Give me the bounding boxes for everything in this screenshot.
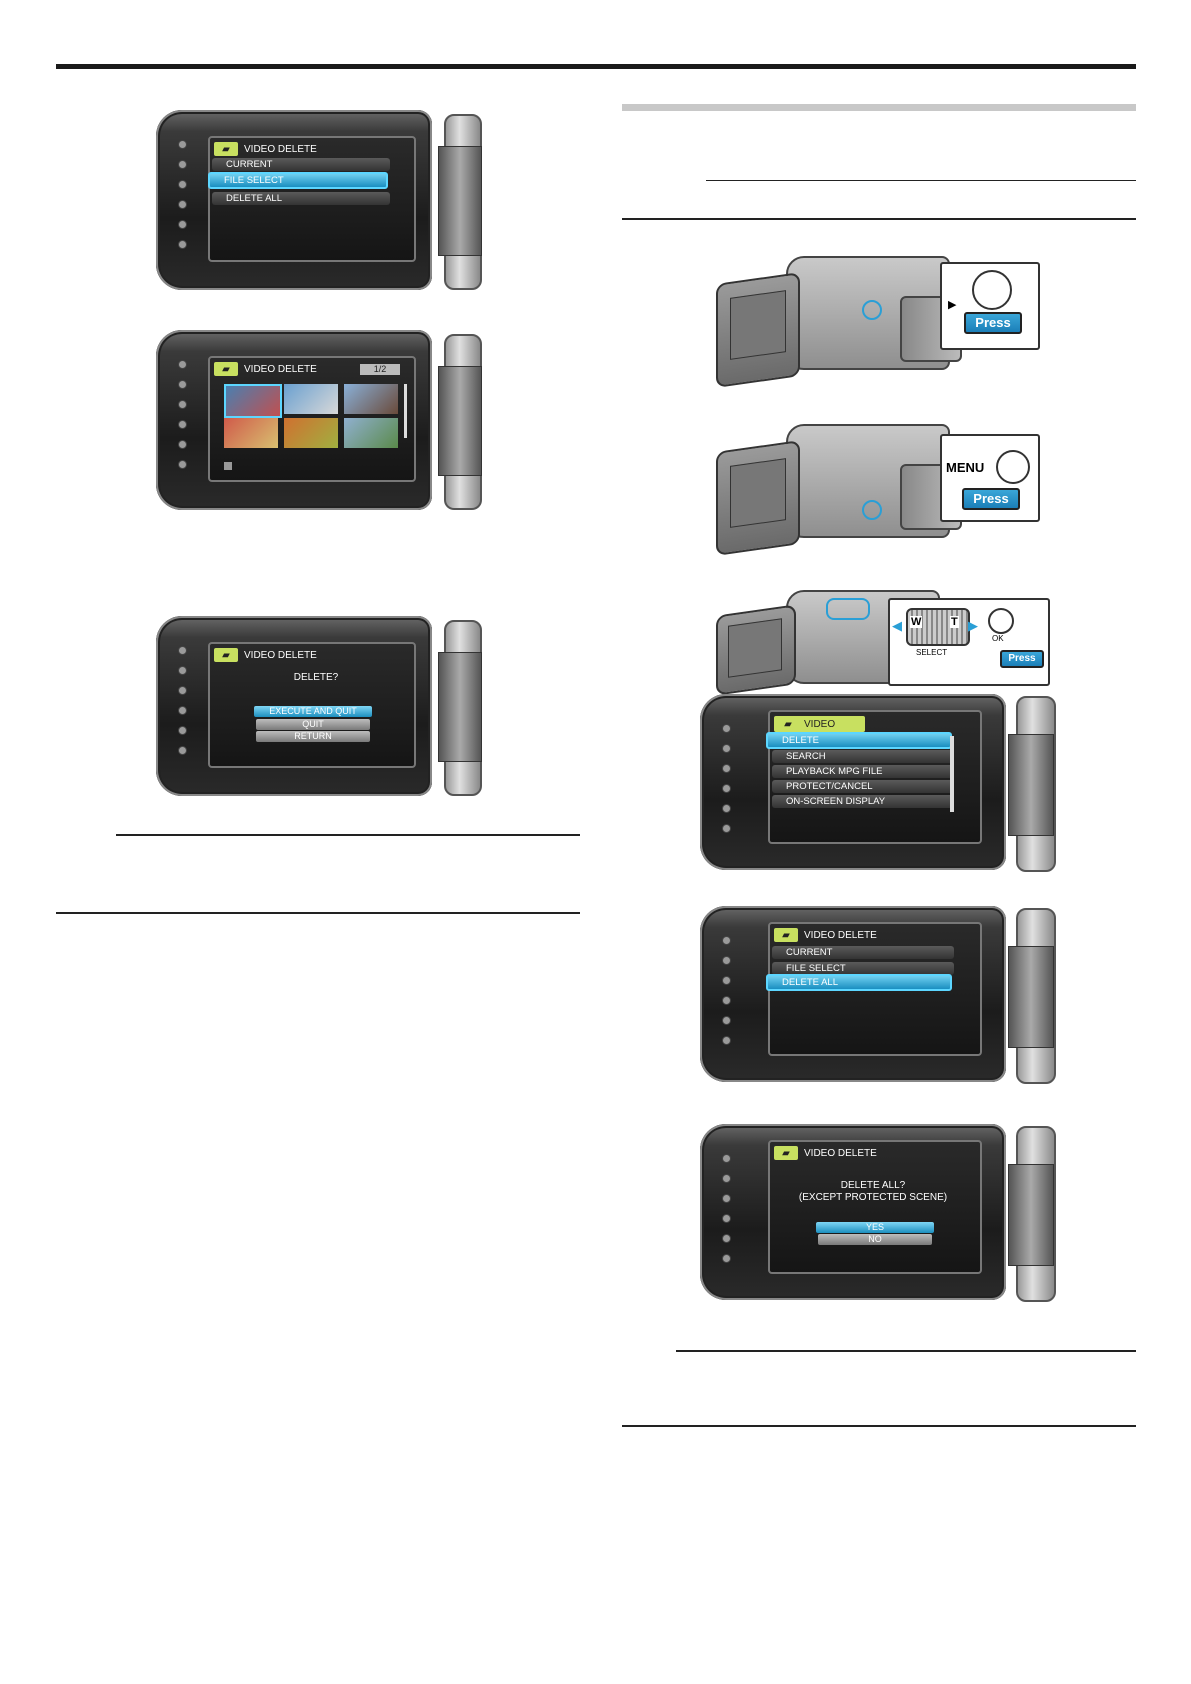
arrow-right-icon: ▶	[968, 618, 978, 633]
press-label: Press	[1000, 650, 1044, 668]
lcd-header: VIDEO DELETE	[244, 363, 317, 375]
lcd-screen-delete-confirm: ▰ VIDEO DELETE DELETE? EXECUTE AND QUIT Q…	[156, 616, 482, 796]
menu-item-delete-all: DELETE ALL	[212, 192, 390, 205]
menu-item-current: CURRENT	[772, 946, 954, 959]
playback-button-highlight	[862, 300, 882, 320]
section-heading-bar	[622, 104, 1136, 111]
no-button: NO	[818, 1234, 932, 1245]
page-counter: 1/2	[360, 364, 400, 375]
execute-and-quit-button: EXECUTE AND QUIT	[254, 706, 372, 717]
thumbnail	[284, 418, 338, 448]
divider	[56, 912, 580, 914]
thumbnail	[344, 418, 398, 448]
thumbnail	[284, 384, 338, 414]
menu-item-file-select: FILE SELECT	[772, 962, 954, 975]
confirm-prompt-line2: (EXCEPT PROTECTED SCENE)	[798, 1192, 948, 1203]
scrollbar	[950, 736, 954, 812]
camera-icon: ▰	[214, 362, 238, 376]
lcd-header: VIDEO DELETE	[804, 929, 877, 941]
lcd-screen-thumbnails: ▰ VIDEO DELETE 1/2	[156, 330, 482, 510]
menu-item-file-select: FILE SELECT	[208, 172, 388, 189]
arrow-left-icon: ◀	[892, 618, 902, 633]
lcd-screen-delete-all-confirm: ▰ VIDEO DELETE DELETE ALL? (EXCEPT PROTEC…	[700, 1124, 1056, 1302]
lcd-screen-video-menu: ▰ VIDEO DELETE SEARCH PLAYBACK MPG FILE P…	[700, 694, 1056, 872]
confirm-prompt: DELETE?	[293, 672, 339, 683]
menu-item-osd: ON-SCREEN DISPLAY	[772, 795, 954, 808]
camcorder-select-illustration: W T ◀ ▶ SELECT OK Press	[710, 588, 1050, 696]
press-label: Press	[962, 488, 1020, 510]
menu-item-delete: DELETE	[766, 732, 952, 749]
camcorder-playback-illustration: ▶ Press	[710, 252, 1040, 388]
trash-icon	[224, 462, 232, 470]
camera-icon: ▰	[774, 928, 798, 942]
menu-label: MENU	[946, 460, 985, 475]
lcd-screen-delete-all: ▰ VIDEO DELETE CURRENT FILE SELECT DELETE…	[700, 906, 1056, 1084]
ok-button-circle	[988, 608, 1014, 634]
quit-button: QUIT	[256, 719, 370, 730]
play-icon: ▶	[948, 299, 957, 311]
zoom-w-label: W	[910, 616, 923, 628]
thumbnail	[224, 384, 282, 418]
menu-item-delete-all: DELETE ALL	[766, 974, 952, 991]
lcd-header: VIDEO	[804, 718, 836, 730]
divider	[622, 218, 1136, 220]
lcd-header: VIDEO DELETE	[804, 1147, 877, 1159]
menu-button-highlight	[862, 500, 882, 520]
menu-item-protect: PROTECT/CANCEL	[772, 780, 954, 793]
yes-button: YES	[816, 1222, 934, 1233]
lcd-screen-file-select: ▰ VIDEO DELETE CURRENT FILE SELECT DELETE…	[156, 110, 482, 290]
zoom-lever-highlight	[826, 598, 870, 620]
menu-item-playback-mpg: PLAYBACK MPG FILE	[772, 765, 954, 778]
divider	[706, 180, 1136, 181]
lcd-header: VIDEO DELETE	[244, 143, 317, 155]
return-button: RETURN	[256, 731, 370, 742]
camera-icon: ▰	[214, 648, 238, 662]
press-label: Press	[964, 312, 1022, 334]
menu-item-current: CURRENT	[212, 158, 390, 171]
camera-icon: ▰	[776, 717, 800, 731]
menu-item-search: SEARCH	[772, 750, 954, 763]
confirm-prompt-line1: DELETE ALL?	[840, 1180, 906, 1191]
divider	[622, 1425, 1136, 1427]
zoom-t-label: T	[950, 616, 959, 628]
lcd-header: VIDEO DELETE	[244, 649, 317, 661]
divider	[676, 1350, 1136, 1352]
camera-icon: ▰	[774, 1146, 798, 1160]
button-circle	[972, 270, 1012, 310]
camcorder-menu-illustration: MENU Press	[710, 420, 1040, 556]
thumbnail	[344, 384, 398, 414]
top-rule	[56, 64, 1136, 69]
button-circle	[996, 450, 1030, 484]
thumbnail	[224, 418, 278, 448]
scrollbar	[404, 384, 407, 438]
divider	[116, 834, 580, 836]
select-label: SELECT	[916, 648, 948, 657]
ok-label: OK	[992, 634, 1004, 643]
camera-icon: ▰	[214, 142, 238, 156]
